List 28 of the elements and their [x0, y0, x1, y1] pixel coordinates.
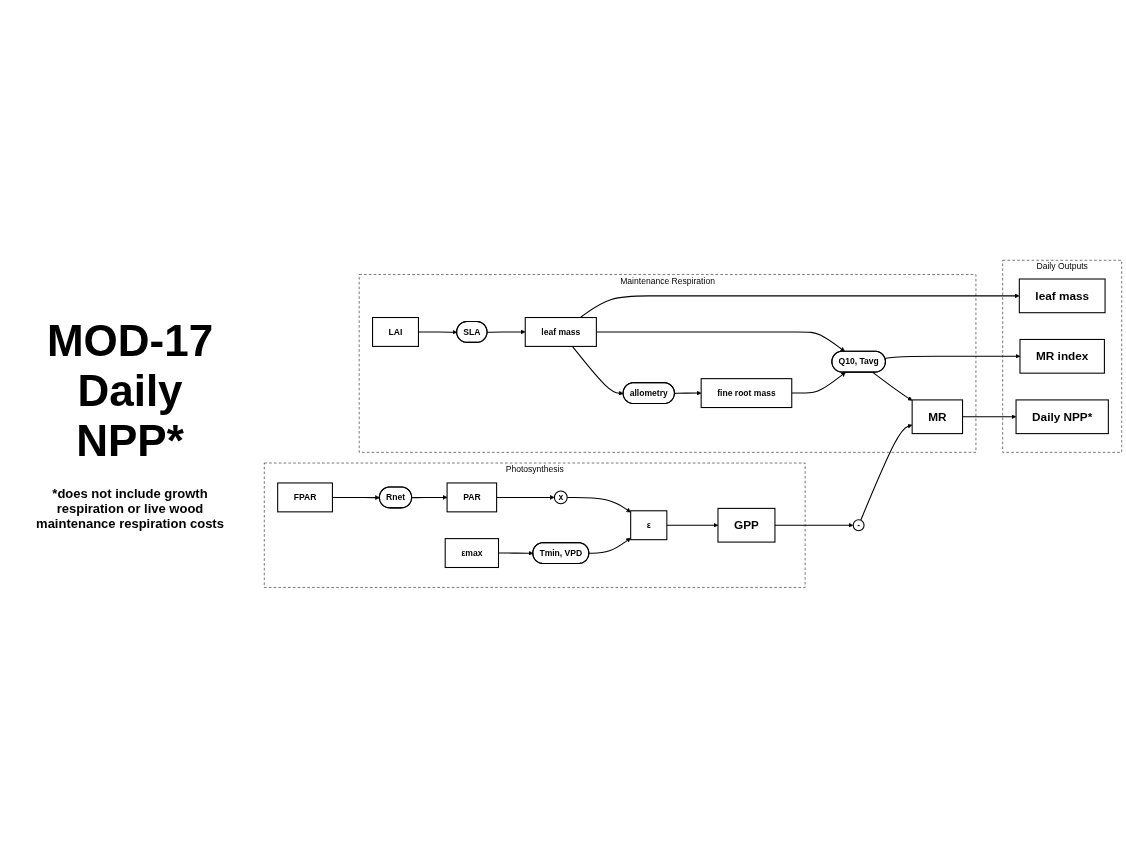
node-box: εmax	[444, 537, 500, 568]
node-box: leaf mass	[1018, 278, 1106, 313]
node-box: LAI	[372, 316, 419, 347]
node-box: fine root mass	[700, 377, 793, 408]
arrow	[872, 371, 913, 401]
footnote: *does not include growth respiration or live wood maintenance respiration costs	[35, 486, 225, 531]
arrow	[791, 371, 846, 394]
node-box: leaf mass	[524, 316, 597, 347]
node-box: ε	[630, 509, 668, 540]
arrow	[496, 494, 555, 500]
arrow	[860, 423, 913, 521]
node-box: Daily NPP*	[1015, 399, 1109, 434]
node-box: MR	[911, 399, 964, 434]
node-circle: -	[852, 518, 865, 531]
arrow	[588, 537, 631, 554]
arrow	[774, 522, 854, 528]
node-box: FPAR	[277, 482, 333, 513]
node-box: GPP	[717, 507, 776, 543]
arrow	[411, 494, 448, 500]
node-box: PAR	[446, 482, 498, 513]
arrow	[579, 293, 1020, 318]
arrow	[674, 390, 702, 396]
node-circle: x	[553, 490, 568, 504]
arrow	[962, 414, 1017, 419]
arrow	[566, 496, 631, 513]
node-box: MR index	[1019, 338, 1105, 374]
diagram-title: MOD-17 Daily NPP*	[45, 316, 215, 466]
arrow	[571, 345, 624, 396]
